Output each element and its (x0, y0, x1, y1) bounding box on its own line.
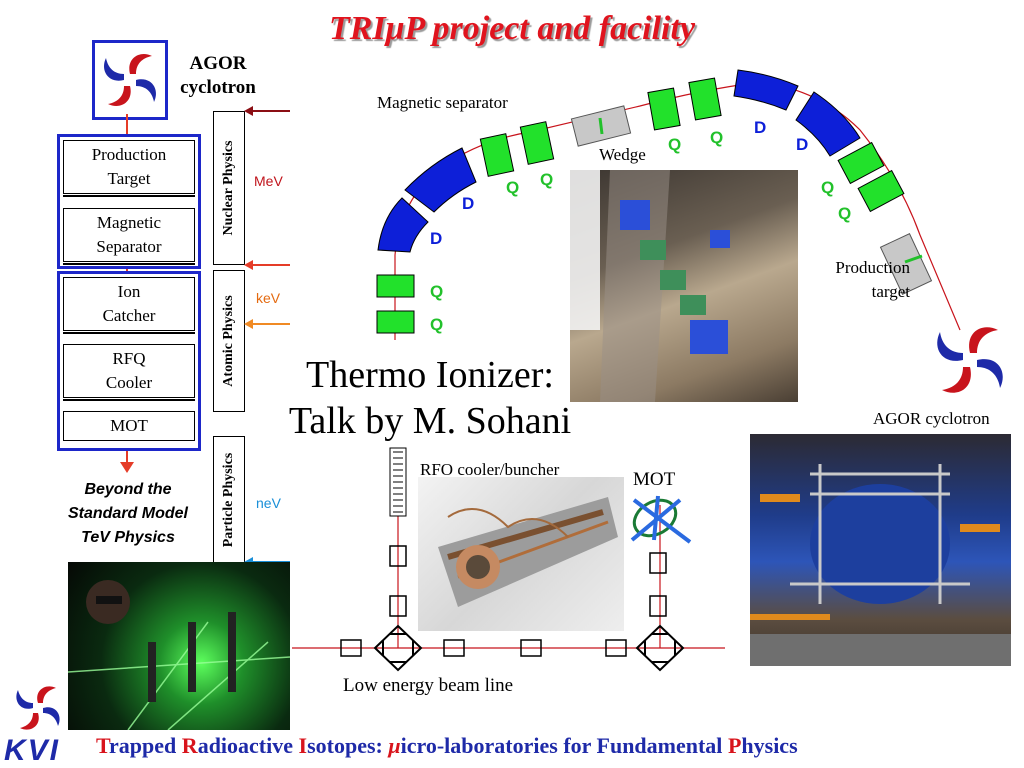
mot-stage: MOT (63, 411, 195, 441)
quad-label: Q (430, 282, 444, 301)
dipole-label: D (430, 229, 443, 248)
beyond-standard-model-text: Beyond the Standard Model TeV Physics (67, 481, 188, 546)
quad-label: Q (668, 135, 682, 154)
agor-cyclotron-label: AGOR cyclotron (873, 409, 990, 428)
quad-label: Q (710, 128, 724, 147)
kvi-logo-text: KVI (4, 734, 61, 767)
talk-announcement: Thermo Ionizer: Talk by M. Sohani (288, 354, 572, 442)
kvi-logo-icon (16, 686, 60, 730)
beam-switch-icon (373, 624, 685, 672)
particle-physics-box: Particle Physics (213, 436, 245, 564)
cyclotron-logo-icon (937, 327, 1003, 393)
quad-label: Q (540, 170, 554, 189)
magnetic-separator-label: Magnetic separator (377, 93, 508, 112)
agor-logo-frame (92, 40, 168, 120)
kev-label: keV (256, 290, 281, 306)
dipole-label: D (754, 118, 767, 137)
production-target-label: Production target (835, 258, 910, 301)
footer-tagline: Trapped Radioactive Isotopes: μicro-labo… (96, 733, 798, 758)
rfq-column (389, 447, 407, 517)
agor-cyclotron-photo (750, 434, 1011, 666)
quadrupole-magnet (376, 77, 905, 334)
agor-top-label: AGOR cyclotron (180, 53, 256, 98)
quad-label: Q (430, 315, 444, 334)
energy-arrows (244, 106, 290, 567)
slide-title: TRIμP project and facility (328, 10, 696, 47)
quad-label: Q (821, 178, 835, 197)
beamline-element (340, 545, 667, 657)
rfo-cooler-label: RFO cooler/buncher (420, 460, 560, 479)
wedge-label: Wedge (599, 145, 646, 164)
mev-label: MeV (254, 173, 283, 189)
mot-label: MOT (633, 469, 676, 490)
quad-label: Q (838, 204, 852, 223)
dipole-label: D (796, 135, 809, 154)
dipole-label: D (462, 194, 475, 213)
down-arrow-icon (120, 454, 134, 473)
nev-label: neV (256, 495, 281, 511)
laser-lab-photo (68, 562, 290, 730)
cyclotron-logo-icon (104, 54, 156, 106)
atomic-physics-box: Atomic Physics (213, 270, 245, 412)
dipole-magnet (377, 69, 861, 253)
quad-label: Q (506, 178, 520, 197)
mot-trap-icon (630, 495, 692, 544)
low-energy-beamline-label: Low energy beam line (343, 675, 514, 696)
rfq-cooler-photo (418, 477, 624, 631)
facility-photo (570, 170, 798, 402)
nuclear-physics-box: Nuclear Physics (213, 111, 245, 265)
